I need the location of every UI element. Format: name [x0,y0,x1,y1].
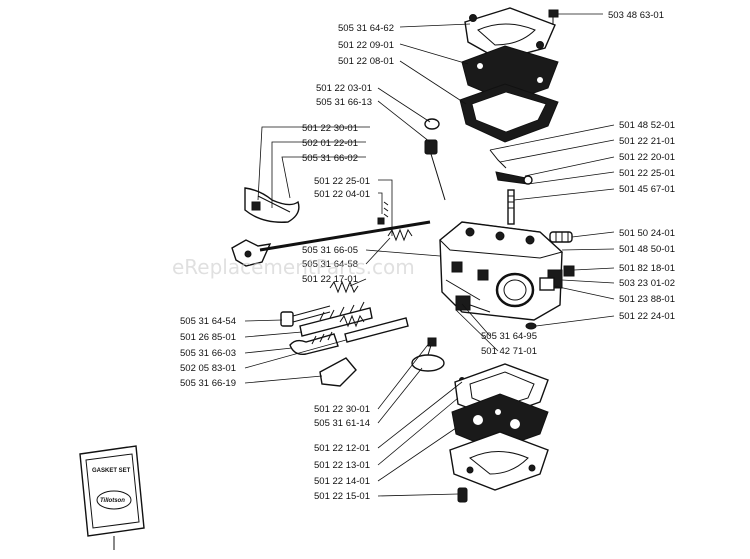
metering-parts-drawing [411,337,465,383]
part-label: 502 05 83-01 [180,363,236,374]
pump-gasket-drawing [459,83,559,143]
part-label: 501 48 50-01 [619,244,675,255]
part-label: 505 31 61-14 [314,418,370,429]
part-label: 501 22 25-01 [314,176,370,187]
part-label: 501 22 03-01 [316,83,372,94]
part-label: 503 48 63-01 [608,10,664,21]
part-label: 501 22 20-01 [619,152,675,163]
part-label: 501 22 14-01 [314,476,370,487]
part-label: 501 22 08-01 [338,56,394,67]
part-label: 505 31 66-03 [180,348,236,359]
part-label: 505 31 64-58 [302,259,358,270]
part-label: 501 22 25-01 [619,168,675,179]
part-label: 501 50 24-01 [619,228,675,239]
part-label: 501 22 21-01 [619,136,675,147]
part-label: 501 22 30-01 [314,404,370,415]
right-fittings-drawing [525,231,575,330]
part-label: 501 22 04-01 [314,189,370,200]
part-label: 505 31 66-19 [180,378,236,389]
part-label: 501 22 12-01 [314,443,370,454]
part-label: 505 31 66-05 [302,245,358,256]
part-label: 501 22 15-01 [314,491,370,502]
gasket-kit-title: GASKET SET [92,468,131,474]
part-label: 505 31 64-95 [481,331,537,342]
part-label: 501 45 67-01 [619,184,675,195]
gasket-kit-package: GASKET SET Tillotson [79,445,145,550]
part-label: 505 31 64-62 [338,23,394,34]
part-label: 501 22 17-01 [302,274,358,285]
part-label: 505 31 66-13 [316,97,372,108]
part-label: 501 26 85-01 [180,332,236,343]
part-label: 501 23 88-01 [619,294,675,305]
lower-diaphragm-drawing [451,393,549,451]
gasket-kit-logo: Tillotson [100,498,125,504]
springs-drawing [329,201,413,328]
carburetor-body-drawing [439,221,564,321]
part-label: 505 31 66-02 [302,153,358,164]
lower-cover-drawing [449,431,549,503]
part-label: 501 22 24-01 [619,311,675,322]
pump-cover-drawing [464,7,559,61]
part-label: 503 23 01-02 [619,278,675,289]
part-label: 501 42 71-01 [481,346,537,357]
part-label: 501 48 52-01 [619,120,675,131]
plug-and-screw-drawing [424,118,446,201]
leader-lines [244,13,615,497]
watermark: eReplacementParts.com [172,255,415,279]
part-label: 501 82 18-01 [619,263,675,274]
part-label: 501 22 13-01 [314,460,370,471]
part-label: 501 22 30-01 [302,123,358,134]
metering-lever-drawing [489,149,533,225]
pump-diaphragm-drawing [461,45,559,103]
part-label: 502 01 22-01 [302,138,358,149]
part-label: 505 31 64-54 [180,316,236,327]
part-label: 501 22 09-01 [338,40,394,51]
adjusting-screws-drawing [280,301,409,387]
part-labels: 505 31 64-62 501 22 09-01 501 22 08-01 5… [180,10,675,502]
